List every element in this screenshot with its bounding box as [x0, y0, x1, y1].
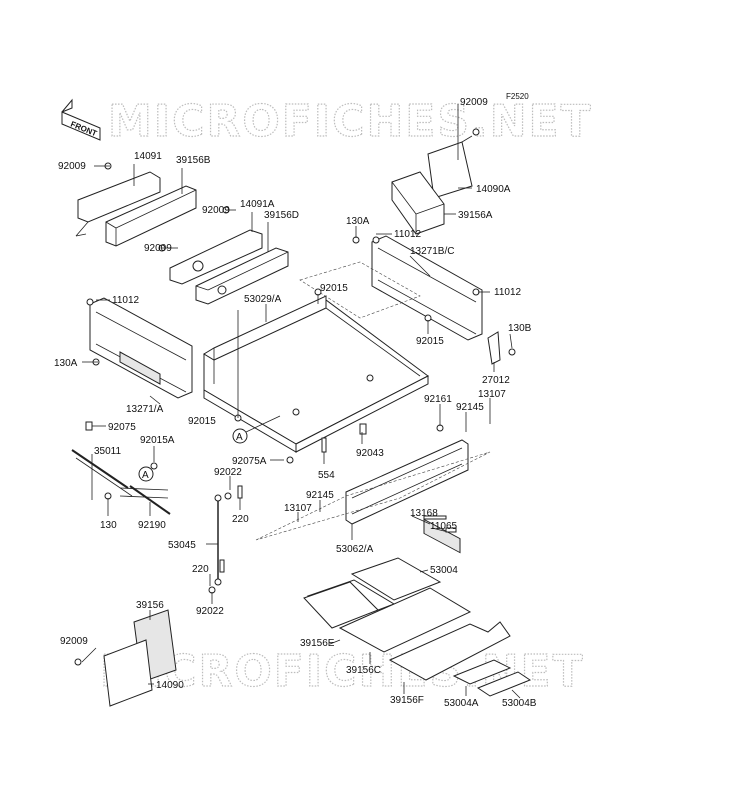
part-label: 92009	[460, 97, 488, 108]
part-label: 220	[192, 564, 209, 575]
part-label: 92009	[60, 636, 88, 647]
pad-39156D	[195, 247, 289, 305]
pad-39156C	[338, 587, 472, 653]
part-label: 13107	[478, 389, 506, 400]
part-label: 53045	[168, 540, 196, 551]
part-label: 13107	[284, 503, 312, 514]
callout-a-bed: A	[232, 428, 248, 444]
rod-92190	[129, 485, 171, 515]
callout-a-latch: A	[138, 466, 154, 482]
callout-a-bed-label: A	[236, 432, 243, 443]
strip-53004B	[476, 671, 532, 697]
part-label: 53029/A	[244, 294, 282, 305]
part-label: 92015	[416, 336, 444, 347]
part-label: 27012	[482, 375, 510, 386]
part-label: 130A	[54, 358, 78, 369]
part-label: 92015	[320, 283, 348, 294]
diagram-code: F2520	[506, 92, 529, 101]
side-panel-13271-A	[89, 297, 193, 399]
watermark-top: MICROFICHES.NET	[108, 96, 593, 147]
part-label: 35011	[94, 446, 122, 457]
part-label: 92009	[144, 243, 172, 254]
part-label: 39156C	[346, 665, 381, 676]
tailgate-53062-A	[345, 439, 469, 525]
part-label: 14090A	[476, 184, 511, 195]
side-panel-13271B-C	[371, 235, 483, 554]
part-label: 92075A	[232, 456, 267, 467]
hinge-27012	[487, 331, 501, 365]
part-label: 14091A	[240, 199, 275, 210]
cargo-bed-53029-A	[203, 295, 429, 453]
part-label: 92022	[196, 606, 224, 617]
part-label: 11012	[494, 287, 522, 298]
part-label: 220	[232, 514, 249, 525]
part-label: 39156D	[264, 210, 299, 221]
part-label: 53062/A	[336, 544, 374, 555]
part-label: 92009	[58, 161, 86, 172]
part-label: 92015A	[140, 435, 175, 446]
part-label: 39156	[136, 600, 164, 611]
bracket-14091	[75, 171, 161, 237]
part-label: 130A	[346, 216, 370, 227]
bracket-14090A	[427, 135, 473, 199]
part-label: 13271B/C	[410, 246, 454, 257]
part-label: 130B	[508, 323, 532, 334]
callout-a-latch-label: A	[142, 470, 149, 481]
part-label: 14091	[134, 151, 162, 162]
pad-39156A	[391, 171, 445, 235]
tailgate-outline	[255, 451, 491, 541]
part-label: 92022	[214, 467, 242, 478]
part-label: 92145	[456, 402, 484, 413]
strip-53004A	[452, 659, 512, 685]
part-label: 130	[100, 520, 117, 531]
part-label: 92161	[424, 394, 452, 405]
front-arrow-marker: FRONT	[61, 98, 101, 141]
bracket-14091A	[169, 229, 263, 285]
part-label: 92015	[188, 416, 216, 427]
pad-39156F	[388, 621, 511, 681]
part-label: 39156E	[300, 638, 335, 649]
part-label: 13168	[410, 508, 438, 519]
leader-lines	[81, 104, 521, 699]
part-label: 39156B	[176, 155, 211, 166]
fasteners	[74, 128, 516, 666]
part-label: 92075	[108, 422, 136, 433]
part-label: 39156F	[390, 695, 424, 706]
part-label: 53004	[430, 565, 458, 576]
part-label: 92009	[202, 205, 230, 216]
pad-39156B	[105, 185, 197, 247]
pad-39156E	[303, 581, 379, 629]
part-label: 554	[318, 470, 335, 481]
part-label: 92145	[306, 490, 334, 501]
part-labels: 92009 14091 39156B 92009 14091A 39156D 9…	[54, 97, 537, 709]
part-label: 11065	[430, 521, 458, 532]
part-label: 11012	[394, 229, 422, 240]
part-label: 13271/A	[126, 404, 164, 415]
part-label: 39156A	[458, 210, 493, 221]
bed-outline	[299, 261, 421, 319]
part-label: 92190	[138, 520, 166, 531]
cable-53045	[214, 494, 222, 586]
part-label: 53004B	[502, 698, 537, 709]
part-label: 11012	[112, 295, 140, 306]
part-label: 92043	[356, 448, 384, 459]
part-label: 14090	[156, 680, 184, 691]
part-label: 53004A	[444, 698, 479, 709]
bracket-14090	[103, 639, 153, 707]
